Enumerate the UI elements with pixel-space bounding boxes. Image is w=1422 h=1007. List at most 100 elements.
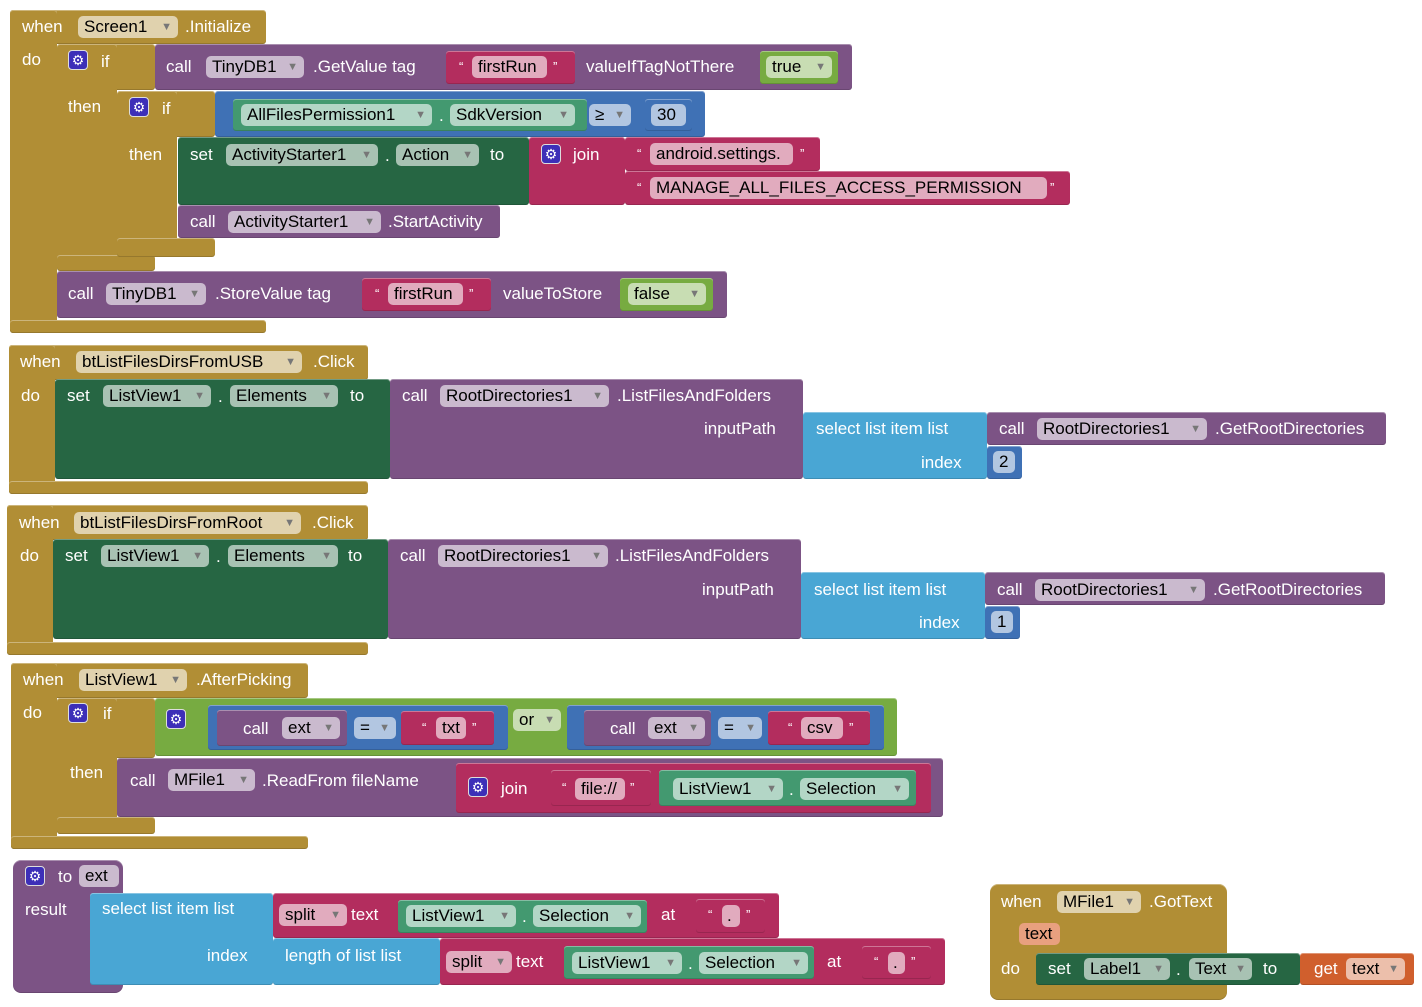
property-dropdown[interactable]: SdkVersion▼ (450, 104, 575, 126)
select-list-item-block[interactable] (801, 572, 985, 639)
split-dropdown[interactable]: split▼ (279, 904, 347, 926)
gear-icon[interactable]: ⚙ (166, 709, 186, 729)
component-dropdown[interactable]: RootDirectories1▼ (440, 385, 609, 407)
component-dropdown[interactable]: ActivityStarter1▼ (226, 144, 378, 166)
property-dropdown[interactable]: Text▼ (1189, 958, 1252, 980)
variable-dropdown[interactable]: text▼ (1346, 958, 1405, 980)
if-block-body[interactable] (57, 44, 117, 270)
select-list-item-block[interactable] (803, 412, 987, 479)
component-dropdown[interactable]: RootDirectories1▼ (1035, 579, 1205, 601)
property-dropdown[interactable]: Elements▼ (230, 385, 338, 407)
operator-dropdown[interactable]: ≥▼ (589, 104, 631, 126)
split-dropdown[interactable]: split▼ (446, 951, 512, 973)
component-dropdown[interactable]: Label1▼ (1084, 958, 1170, 980)
component-dropdown[interactable]: btListFilesDirsFromUSB▼ (76, 351, 302, 373)
event-body[interactable] (7, 505, 53, 655)
param-label: valueIfTagNotThere (586, 57, 735, 76)
quote-open: “ (874, 954, 879, 969)
to-label: to (490, 145, 505, 164)
gear-icon[interactable]: ⚙ (468, 777, 488, 797)
gear-icon[interactable]: ⚙ (68, 50, 88, 70)
chevron-down-icon: ▼ (495, 956, 506, 968)
component-dropdown[interactable]: RootDirectories1▼ (438, 545, 608, 567)
event-footer[interactable] (7, 642, 368, 655)
index-label: index (207, 946, 248, 965)
chevron-down-icon: ▼ (462, 149, 473, 161)
component-dropdown[interactable]: AllFilesPermission1▼ (241, 104, 432, 126)
chevron-down-icon: ▼ (161, 21, 172, 33)
do-label: do (23, 703, 42, 722)
dropdown-value: Elements (234, 546, 305, 565)
gear-icon[interactable]: ⚙ (129, 97, 149, 117)
property-dropdown[interactable]: Selection▼ (533, 905, 641, 927)
if-block-inner-footer[interactable] (117, 238, 215, 257)
component-dropdown[interactable]: MFile1▼ (168, 769, 255, 791)
component-dropdown[interactable]: TinyDB1▼ (106, 283, 206, 305)
number-field[interactable]: 30 (651, 104, 686, 126)
component-dropdown[interactable]: ListView1▼ (572, 952, 682, 974)
chevron-down-icon: ▼ (558, 109, 569, 121)
component-dropdown[interactable]: MFile1▼ (1057, 891, 1141, 913)
quote-close: ” (630, 780, 635, 795)
text-field[interactable]: firstRun (388, 283, 463, 305)
component-dropdown[interactable]: ListView1▼ (79, 669, 187, 691)
component-dropdown[interactable]: btListFilesDirsFromRoot▼ (74, 512, 301, 534)
text-field[interactable]: csv (801, 717, 843, 739)
gear-icon[interactable]: ⚙ (25, 866, 45, 886)
component-dropdown[interactable]: ListView1▼ (406, 905, 516, 927)
operator-dropdown[interactable]: =▼ (718, 717, 762, 739)
operator-dropdown[interactable]: or▼ (513, 709, 561, 731)
component-dropdown[interactable]: Screen1▼ (78, 16, 178, 38)
to-label: to (348, 546, 363, 565)
if-block-inner-body[interactable] (117, 91, 177, 257)
select-list-item-block[interactable] (90, 893, 273, 985)
event-body[interactable] (9, 345, 55, 494)
dropdown-value: ListView1 (578, 953, 651, 972)
text-field[interactable]: . (722, 905, 740, 927)
event-param-text[interactable]: text (1019, 923, 1060, 945)
dropdown-value: ext (654, 718, 677, 737)
event-body[interactable] (11, 663, 57, 849)
text-field[interactable]: txt (436, 717, 466, 739)
property-dropdown[interactable]: Selection▼ (699, 952, 808, 974)
event-footer[interactable] (9, 481, 368, 494)
event-footer[interactable] (10, 320, 266, 333)
if-block-footer[interactable] (57, 817, 155, 834)
if-block-footer[interactable] (57, 255, 155, 271)
text-field[interactable]: MANAGE_ALL_FILES_ACCESS_PERMISSION (650, 177, 1047, 199)
property-dropdown[interactable]: Action▼ (396, 144, 479, 166)
component-dropdown[interactable]: ListView1▼ (103, 385, 211, 407)
procedure-name-field[interactable]: ext (79, 865, 119, 887)
number-field[interactable]: 1 (991, 611, 1013, 633)
text-field[interactable]: firstRun (472, 56, 547, 78)
component-dropdown[interactable]: ListView1▼ (101, 545, 209, 567)
component-dropdown[interactable]: TinyDB1▼ (206, 56, 304, 78)
component-dropdown[interactable]: RootDirectories1▼ (1037, 418, 1207, 440)
chevron-down-icon: ▼ (284, 517, 295, 529)
procedure-dropdown[interactable]: ext▼ (648, 717, 705, 739)
to-label: to (350, 386, 365, 405)
operator-dropdown[interactable]: =▼ (354, 717, 396, 739)
boolean-dropdown[interactable]: false▼ (628, 283, 706, 305)
property-dropdown[interactable]: Elements▼ (228, 545, 338, 567)
then-label: then (129, 145, 163, 164)
event-body[interactable] (10, 10, 57, 333)
gear-icon[interactable]: ⚙ (541, 144, 561, 164)
event-footer[interactable] (11, 836, 308, 849)
length-of-list-block[interactable] (273, 938, 440, 985)
dropdown-value: ListView1 (412, 906, 485, 925)
gear-icon[interactable]: ⚙ (68, 703, 88, 723)
dropdown-value: Elements (236, 386, 307, 405)
procedure-dropdown[interactable]: ext▼ (282, 717, 340, 739)
property-dropdown[interactable]: Selection▼ (800, 778, 909, 800)
text-field[interactable]: . (888, 952, 905, 974)
component-dropdown[interactable]: ActivityStarter1▼ (228, 211, 381, 233)
chevron-down-icon: ▼ (194, 390, 205, 402)
boolean-dropdown[interactable]: true▼ (766, 56, 832, 78)
chevron-down-icon: ▼ (192, 550, 203, 562)
text-field[interactable]: android.settings. (650, 143, 793, 165)
component-dropdown[interactable]: ListView1▼ (673, 778, 783, 800)
number-field[interactable]: 2 (993, 451, 1015, 473)
quote-open: “ (708, 907, 713, 922)
text-field[interactable]: file:// (575, 778, 625, 800)
